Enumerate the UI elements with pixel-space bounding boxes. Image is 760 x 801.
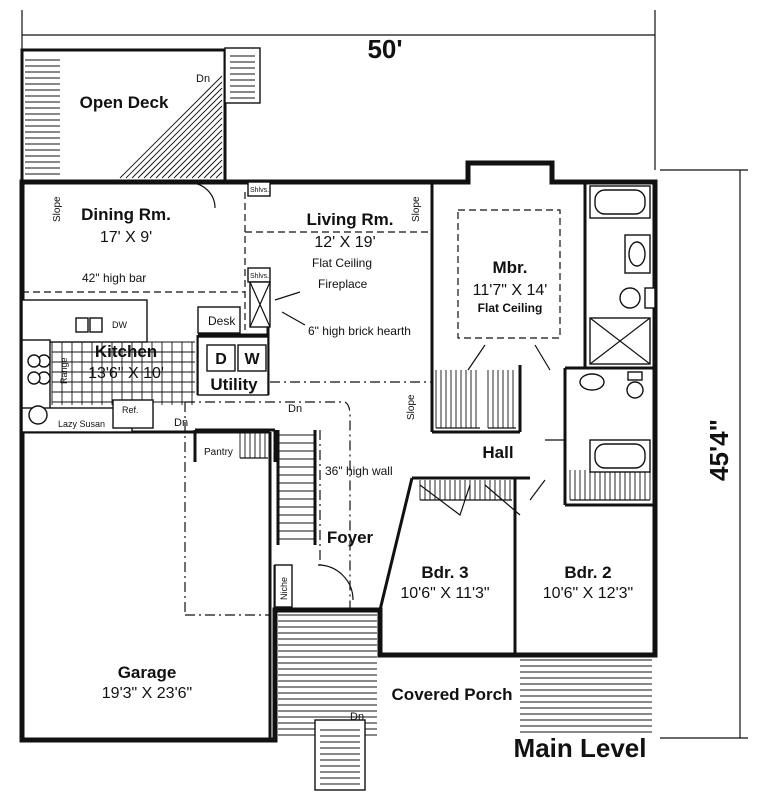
hall-label: Hall (482, 443, 513, 462)
fireplace (247, 181, 306, 328)
stair-down-marker: Dn (288, 403, 302, 415)
stairs (274, 430, 354, 608)
slope-living-marker: Slope (411, 196, 422, 222)
dimension-lines (21, 10, 748, 739)
refrigerator-note: Ref. (122, 405, 139, 415)
garage-down-marker: Dn (174, 417, 188, 429)
deck-board (209, 165, 223, 179)
shelves-fireplace-note: Shlvs. (250, 273, 269, 280)
kitchen-size: 13'6" X 10' (88, 365, 164, 382)
closets (189, 182, 651, 516)
dashed-lines (22, 192, 561, 616)
kitchen-label: Kitchen (95, 342, 157, 361)
living-room-size: 12' X 19' (314, 234, 375, 251)
bedroom2-label: Bdr. 2 (564, 563, 611, 582)
covered-porch-label: Covered Porch (392, 685, 513, 704)
kitchen-floor (21, 299, 269, 433)
deck-board (125, 81, 223, 179)
slope-hall-marker: Slope (406, 394, 417, 420)
range-note: Range (59, 357, 69, 384)
shelves-top-note: Shlvs. (250, 187, 269, 194)
open-deck (20, 47, 261, 182)
living-room-ceiling: Flat Ceiling (312, 256, 372, 270)
depth-dimension: 45'4" (704, 419, 734, 481)
deck-board (203, 159, 223, 179)
garage-size: 19'3" X 23'6" (102, 685, 192, 702)
bath-fixtures (579, 185, 656, 473)
master-bedroom-ceiling: Flat Ceiling (478, 301, 543, 315)
deck-board (131, 87, 223, 179)
slope-dining-marker: Slope (52, 196, 63, 222)
open-deck-label: Open Deck (80, 93, 169, 112)
porch (278, 614, 652, 791)
pantry-note: Pantry (204, 447, 233, 458)
utility-label: Utility (210, 375, 258, 394)
bar-note: 42" high bar (82, 271, 146, 285)
master-bedroom-size: 11'7" X 14' (473, 282, 548, 299)
deck-board (215, 171, 223, 179)
living-room-label: Living Rm. (307, 210, 394, 229)
niche-note: Niche (279, 577, 289, 600)
deck-board (167, 123, 223, 179)
exterior-walls (19, 160, 658, 743)
width-dimension: 50' (367, 34, 402, 64)
deck-board (191, 147, 223, 179)
deck-board (155, 111, 223, 179)
dryer-label: D (215, 351, 227, 368)
master-bedroom-label: Mbr. (493, 258, 528, 277)
porch-down-marker: Dn (350, 711, 364, 723)
hearth-note: 6" high brick hearth (308, 324, 411, 338)
deck-board (185, 141, 223, 179)
deck-board (161, 117, 223, 179)
deck-board (137, 93, 223, 179)
high-wall-note: 36" high wall (325, 464, 393, 478)
dishwasher-note: DW (112, 320, 127, 330)
deck-board (119, 75, 223, 179)
washer-label: W (244, 351, 260, 368)
fireplace-note: Fireplace (318, 277, 368, 291)
foyer-label: Foyer (327, 528, 374, 547)
bedroom3-label: Bdr. 3 (421, 563, 468, 582)
desk-note: Desk (208, 314, 236, 328)
garage-label: Garage (118, 663, 177, 682)
deck-board (197, 153, 223, 179)
bedroom3-size: 10'6" X 11'3" (400, 585, 489, 602)
plan-title: Main Level (514, 733, 647, 763)
dining-room-label: Dining Rm. (81, 205, 171, 224)
deck-board (149, 105, 223, 179)
deck-board (143, 99, 223, 179)
deck-board (179, 135, 223, 179)
deck-board (173, 129, 223, 179)
lazy-susan-note: Lazy Susan (58, 419, 105, 429)
bedroom2-size: 10'6" X 12'3" (543, 585, 633, 602)
dining-room-size: 17' X 9' (100, 229, 152, 246)
deck-down-marker: Dn (196, 73, 210, 85)
interior-walls (22, 182, 655, 740)
